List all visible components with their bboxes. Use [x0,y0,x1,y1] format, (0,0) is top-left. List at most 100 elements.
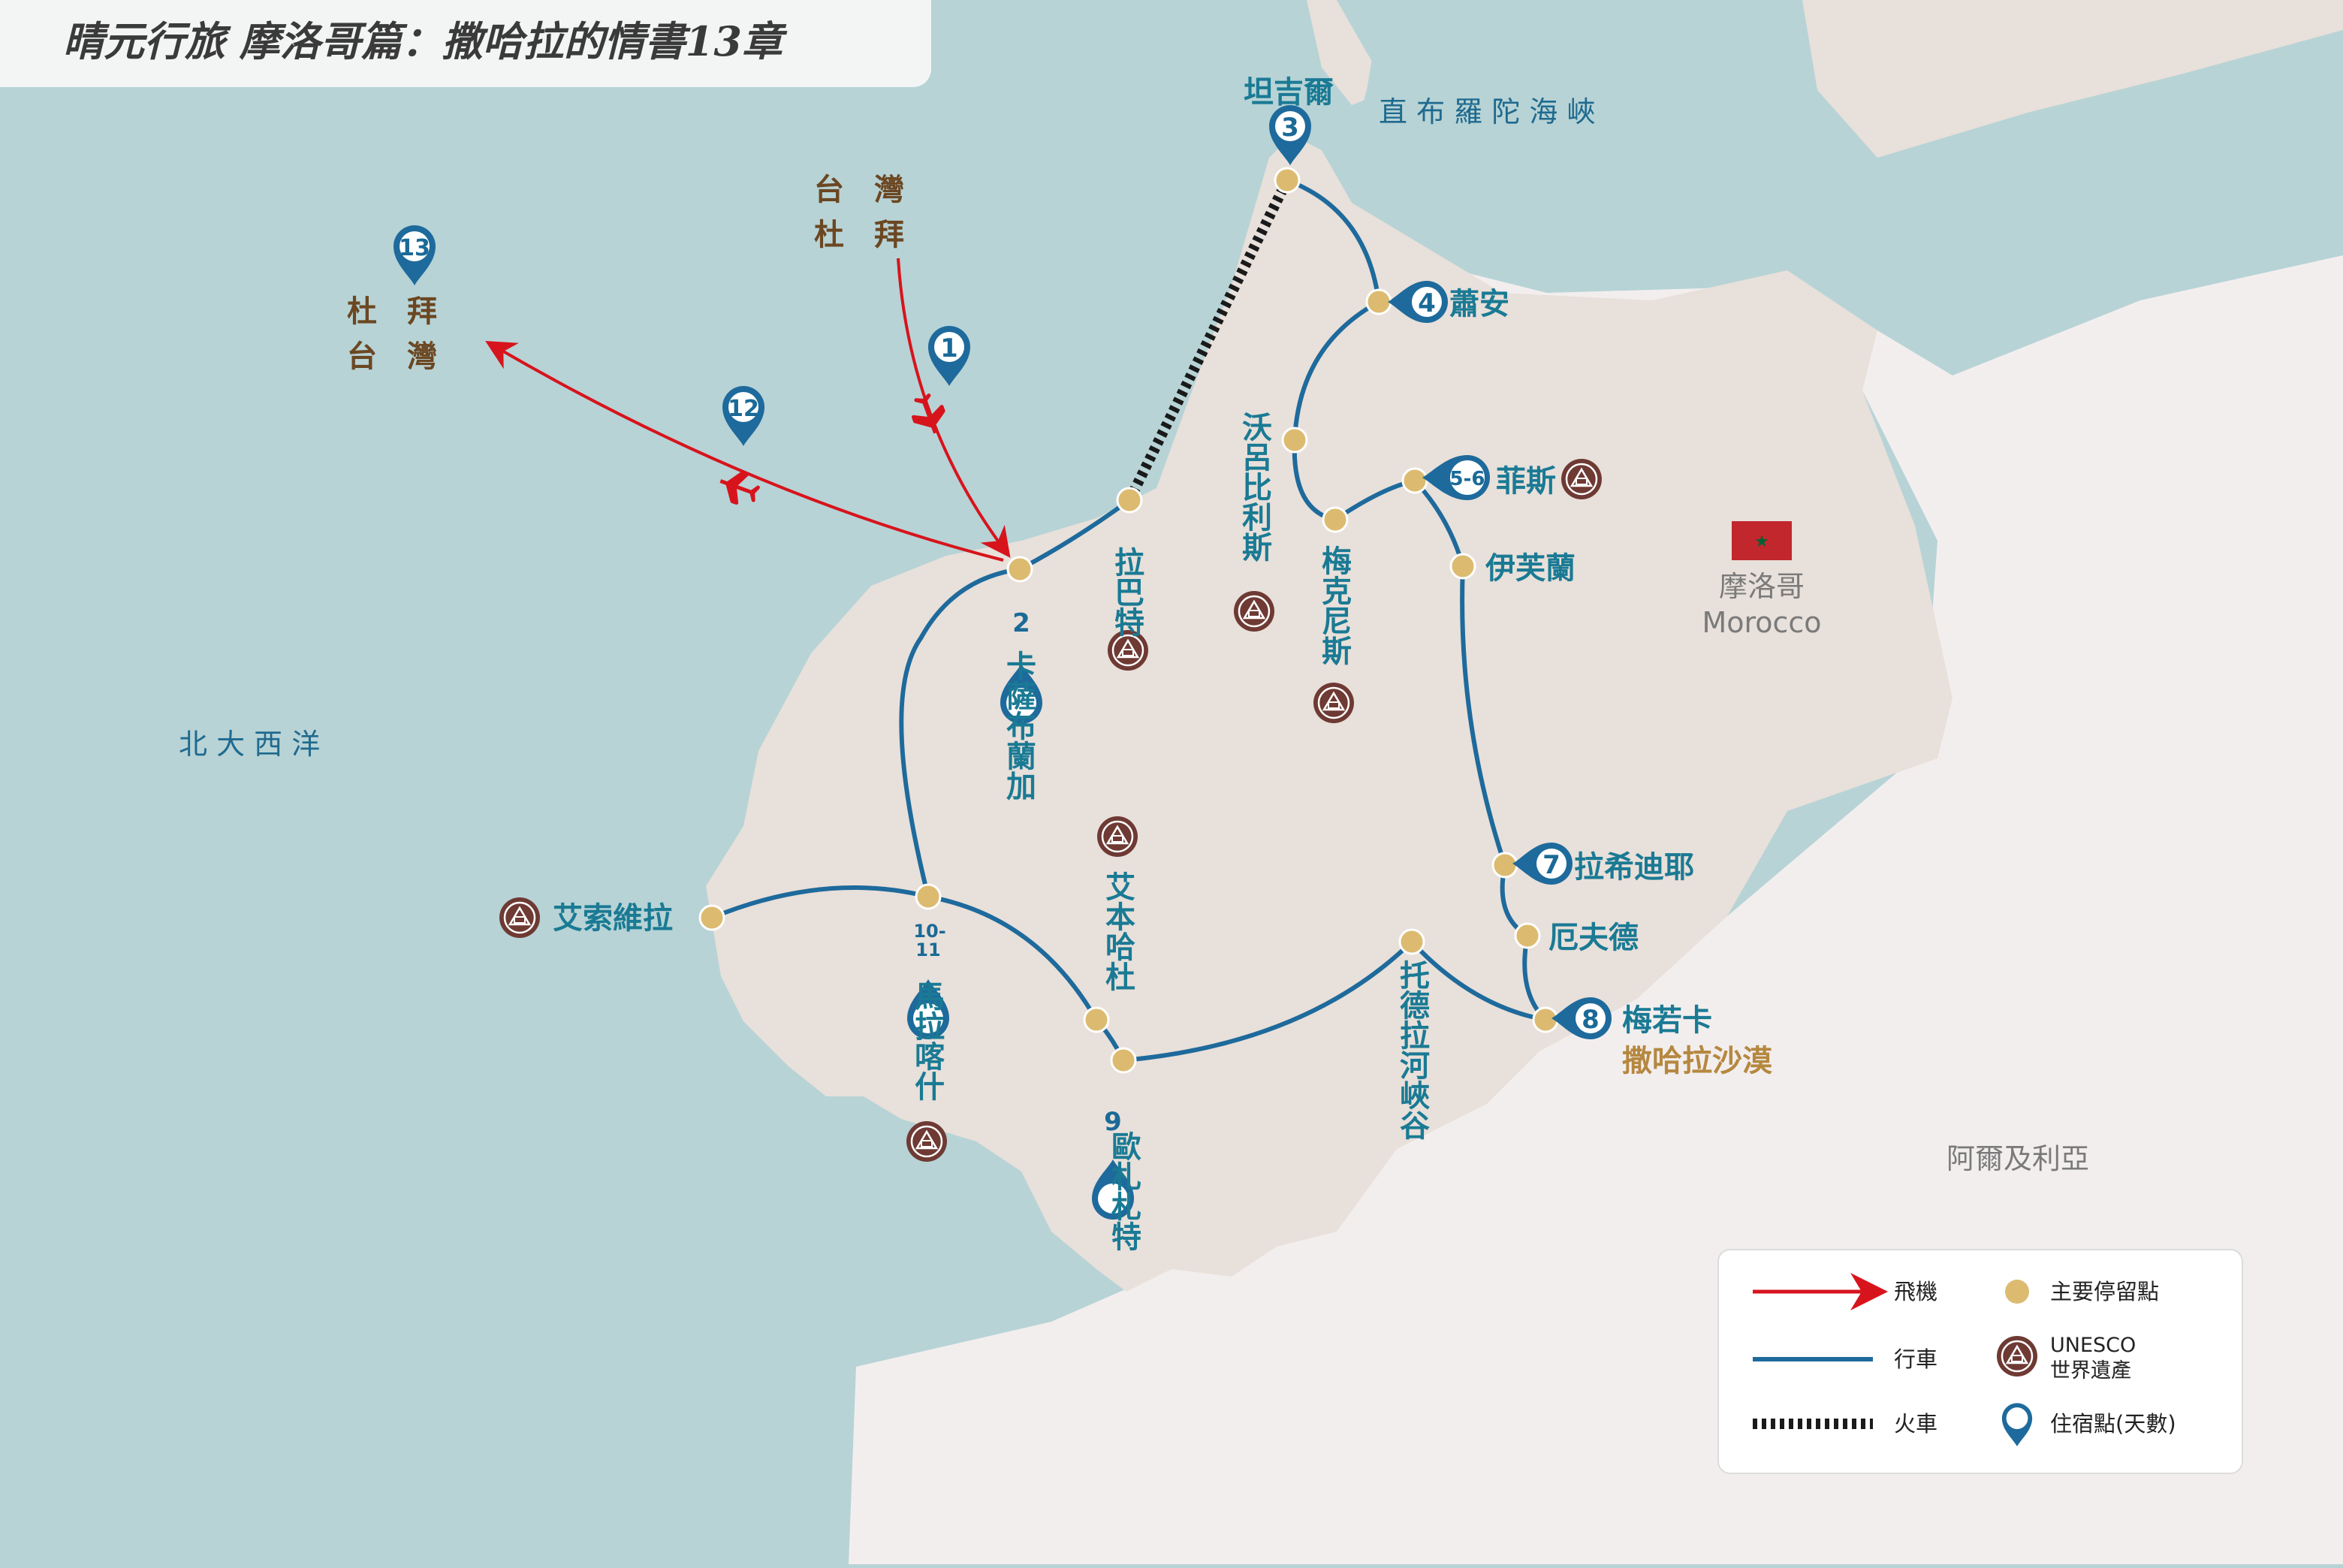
route-marrakech-casablanca [899,567,1021,897]
location-pin-icon: 12 [722,386,764,446]
map-title: 晴元行旅 摩洛哥篇：撒哈拉的情書13章 [63,17,788,65]
flight-return [485,340,1004,562]
route-merzouga-todra [1410,939,1546,1022]
country-name-zh: 摩洛哥 [1719,570,1805,603]
legend-drive-label: 行車 [1894,1346,1937,1372]
neighbor-country-label: 阿爾及利亞 [1946,1142,2089,1175]
legend-flight-label: 飛機 [1894,1279,1937,1304]
stop-point [1274,167,1301,194]
svg-text:4: 4 [1418,288,1436,318]
location-pin-icon: 5-6 [1422,455,1490,500]
route-chefchaouen-volubilis [1292,300,1380,441]
city-label-erfoud: 厄夫德 [1548,921,1639,955]
return-to-label: 台 灣 [347,339,437,374]
svg-text:12: 12 [728,396,759,422]
location-pin-icon: 8 [1551,997,1612,1039]
location-pin-icon: 2 [1000,608,1042,724]
city-label-essaouira: 艾索維拉 [553,901,673,936]
outbound-from-label: 台 灣 [814,173,904,207]
stay-pins: 3 2 1 12 13 9 10-11 [394,105,1311,1220]
stop-point [1449,553,1476,580]
stop-point [1401,467,1428,494]
city-label-merzouga: 梅若卡 [1622,1003,1712,1038]
stop-point [1322,506,1349,533]
unesco-heritage-icon [1995,1334,2039,1378]
location-pin-icon: 7 [1512,843,1573,885]
legend-train-label: 火車 [1894,1411,1937,1437]
route-todra-ouarzazate [1123,939,1414,1063]
location-pin-icon: 13 [394,225,436,285]
unesco-heritage-icon [1312,681,1355,725]
svg-text:8: 8 [1582,1005,1600,1035]
title-banner [0,0,931,87]
morocco-flag-icon [1732,521,1792,560]
unesco-heritage-icon [498,896,541,939]
route-marrakech-essaouira [710,885,929,920]
city-label-meknes: 梅克尼斯 [1316,545,1352,666]
stop-point [1110,1047,1137,1074]
unesco-heritage-icon [1560,457,1603,501]
flight-routes [485,258,1011,562]
location-pin-icon: 3 [1269,105,1311,165]
spain-coast [1802,0,2343,158]
city-label-tangier: 坦吉爾 [1244,75,1334,110]
morocco-flag-star: ★ [1754,532,1769,551]
legend-box [1717,1249,2243,1474]
city-label-ait-benhaddou: 艾本哈杜 [1100,871,1135,991]
stop-point [1365,288,1392,315]
svg-text:7: 7 [1542,850,1560,880]
neighbor-land [849,233,2343,1564]
legend-stop-swatch [2005,1280,2029,1304]
strait-label: 直 布 羅 陀 海 峽 [1379,95,1595,128]
outbound-to-label: 杜 拜 [814,218,904,252]
svg-text:5-6: 5-6 [1450,468,1485,490]
stop-point [1398,928,1425,955]
return-from-label: 杜 拜 [347,294,437,329]
svg-text:10-: 10- [913,921,945,942]
svg-text:2: 2 [1012,608,1030,638]
unesco-heritage-icon [1096,815,1139,858]
stop-point [1514,922,1541,949]
city-label-sahara: 撒哈拉沙漠 [1622,1044,1772,1078]
location-pin-icon: 4 [1388,281,1448,323]
svg-text:3: 3 [1281,113,1299,143]
country-name-en: Morocco [1702,606,1821,639]
stop-point [1532,1006,1559,1033]
route-tangier-chefchaouen [1286,178,1381,303]
legend-unesco-label-2: 世界遺產 [2050,1359,2131,1383]
city-label-rabat: 拉巴特 [1109,547,1144,637]
route-aitbenhaddou-marrakech [927,894,1099,1021]
unesco-heritage-icon [905,1120,948,1163]
city-label-rissani: 拉希迪耶 [1574,850,1694,885]
city-label-todra: 托德拉河峽谷 [1395,960,1430,1140]
route-casablanca-rabat [1018,498,1131,571]
stop-point [1491,852,1518,879]
unesco-heritage-icon [1232,590,1276,633]
atlantic-label: 北 大 西 洋 [179,728,320,761]
legend-stay-label: 住宿點(天數) [2050,1411,2176,1437]
stop-point [915,883,942,910]
city-label-fes: 菲斯 [1496,464,1556,499]
stop-point [698,904,725,931]
city-label-ifrane: 伊芙蘭 [1485,551,1576,586]
location-pin-icon: 10-11 [907,921,949,1039]
svg-text:11: 11 [915,939,940,960]
city-label-chefchaouen: 蕭安 [1449,287,1509,321]
legend-stop-label: 主要停留點 [2050,1279,2159,1304]
city-label-ouarzazate: 歐札札特 [1106,1131,1141,1251]
location-pin-icon: 9 [1092,1107,1134,1220]
location-pin-icon: 1 [928,326,970,386]
svg-text:9: 9 [1104,1107,1122,1137]
stop-point [1281,427,1308,454]
city-label-casablanca: 卡薩布蘭加 [1001,650,1036,801]
stop-point [1083,1006,1110,1033]
legend-unesco-label-1: UNESCO [2050,1334,2136,1357]
legend: 飛機 行車 火車 主要停留點 UNESCO 世界遺產 住宿點(天數) [1717,1249,2243,1474]
city-label-marrakech: 馬拉喀什 [909,981,945,1101]
city-label-volubilis: 沃呂比利斯 [1237,412,1272,562]
route-ifrane-rissani [1460,565,1507,866]
flight-outbound [897,258,1011,558]
svg-text:1: 1 [940,333,958,363]
